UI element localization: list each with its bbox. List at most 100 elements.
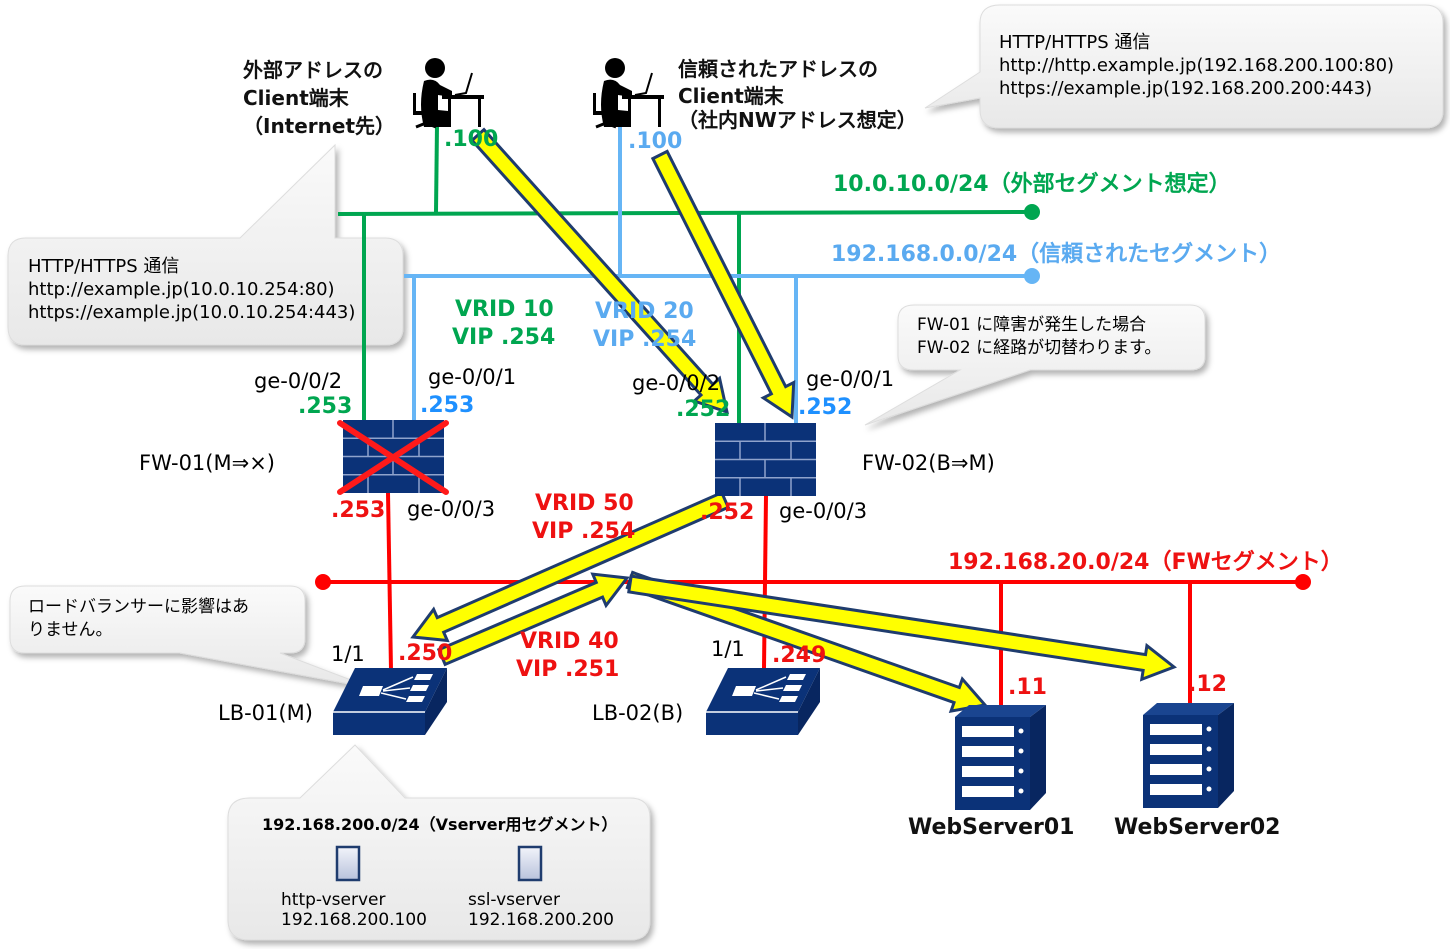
fw-segment-endpoint <box>315 574 331 590</box>
fw01-ip-fw: .253 <box>331 498 385 523</box>
callout-text: FW-02 に経路が切替わります。 <box>917 338 1161 358</box>
lb01-load-balancer-icon <box>333 668 447 735</box>
desk <box>442 95 484 99</box>
lb-source <box>359 686 383 696</box>
callout-text: HTTP/HTTPS 通信 <box>28 256 179 277</box>
traffic-arrow <box>650 149 796 420</box>
drive-bay <box>962 766 1014 777</box>
traffic-arrow <box>627 574 1178 682</box>
chair-seat <box>593 111 619 115</box>
external-client-icon <box>413 58 484 129</box>
drive-bay <box>962 746 1014 757</box>
led <box>1206 766 1212 772</box>
callout-trusted-http <box>924 4 1444 129</box>
vrid10-label: VRID 10 <box>455 297 554 322</box>
vserver-ip: 192.168.200.200 <box>468 910 614 930</box>
callout-text: りません。 <box>28 620 113 640</box>
lb01-name: LB-01(M) <box>218 701 313 725</box>
fw01-ip-ext: .253 <box>298 394 352 419</box>
external-client-label: （Internet先） <box>243 114 395 138</box>
desk-leg <box>448 99 451 127</box>
laptop <box>634 72 653 96</box>
traffic-arrow <box>436 572 630 667</box>
callout-text: HTTP/HTTPS 通信 <box>999 32 1150 53</box>
fw-segment-label: 192.168.20.0/24（FWセグメント） <box>948 549 1343 575</box>
lb01-port: 1/1 <box>331 642 365 666</box>
callout-failover <box>864 304 1206 426</box>
led <box>1018 788 1024 794</box>
chair-base <box>595 115 617 129</box>
callout-text: ロードバランサーに影響はあ <box>28 597 249 617</box>
http-vserver-icon <box>335 845 361 882</box>
chair-back <box>413 93 416 115</box>
lb02-port: 1/1 <box>711 637 745 661</box>
vrid50-label: VRID 50 <box>535 491 634 516</box>
lb-front <box>333 712 425 735</box>
lb-targets <box>406 674 433 702</box>
ssl-vserver-icon <box>517 845 543 882</box>
drive-bay <box>1150 744 1202 755</box>
server-top <box>955 705 1046 717</box>
vserver-segment-title: 192.168.200.0/24（Vserver用セグメント） <box>262 815 618 834</box>
lb02-load-balancer-icon <box>706 668 820 735</box>
led <box>1206 746 1212 752</box>
fw-segment-endpoint <box>1295 574 1311 590</box>
trusted-client-label: Client端末 <box>678 84 785 108</box>
external-segment-endpoint <box>1024 204 1040 220</box>
traffic-flow-arrows <box>410 127 1178 714</box>
fw02-ip-trust: .252 <box>798 395 852 420</box>
fw02-if-fw: ge-0/0/3 <box>779 499 867 523</box>
traffic-arrow <box>469 127 730 415</box>
vserver-name: http-vserver <box>281 890 385 910</box>
drive-bay <box>1150 784 1202 795</box>
chair-seat <box>413 111 439 115</box>
fw-segment-lines <box>323 492 1303 706</box>
callout-lb-note <box>9 585 373 689</box>
webserver02-server-icon <box>1143 703 1234 808</box>
lb-arrows <box>380 676 414 700</box>
led <box>1018 728 1024 734</box>
fw02-ip-ext: .252 <box>676 397 730 422</box>
trusted-client-ip: .100 <box>628 129 682 154</box>
vrid50-vip: VIP .254 <box>532 519 635 544</box>
desk-leg <box>628 99 631 127</box>
fw02-ip-fw: .252 <box>700 500 754 525</box>
fw01-name: FW-01(M⇒×) <box>139 451 275 475</box>
vserver-ip: 192.168.200.100 <box>281 910 427 930</box>
vrid10-vip: VIP .254 <box>452 325 555 350</box>
chair-back <box>593 93 596 115</box>
drive-bay <box>962 786 1014 797</box>
external-client-label: Client端末 <box>243 86 350 110</box>
external-client-label: 外部アドレスの <box>243 58 383 82</box>
drive-bay <box>1150 724 1202 735</box>
webserver02-ip: .12 <box>1188 672 1227 697</box>
callout-vserver-segment <box>227 744 651 941</box>
head <box>605 58 625 78</box>
webserver01-ip: .11 <box>1008 675 1047 700</box>
lb-targets <box>779 674 806 702</box>
vrid20-label: VRID 20 <box>595 299 694 324</box>
fw01-if-ext: ge-0/0/2 <box>254 369 342 393</box>
fw01-if-fw: ge-0/0/3 <box>407 497 495 521</box>
lb-side <box>798 668 820 735</box>
external-client-ip: .100 <box>444 127 498 152</box>
external-segment-label: 10.0.10.0/24（外部セグメント想定） <box>833 171 1231 197</box>
vrid40-label: VRID 40 <box>520 629 619 654</box>
lb02-ip: .249 <box>772 643 826 668</box>
callout-text: https://example.jp(192.168.200.200:443) <box>999 78 1372 99</box>
fw02-if-trust: ge-0/0/1 <box>806 367 894 391</box>
trusted-client-label: （社内NWアドレス想定） <box>678 108 917 132</box>
chair-base <box>415 115 437 129</box>
led <box>1018 768 1024 774</box>
failed-cross-icon <box>337 420 449 495</box>
desk-leg <box>658 99 661 127</box>
trusted-client-label: 信頼されたアドレスの <box>678 57 878 81</box>
fw02-firewall-icon <box>715 423 816 496</box>
server-side <box>1030 705 1046 810</box>
fw02-if-ext: ge-0/0/2 <box>632 371 720 395</box>
webserver01-server-icon <box>955 705 1046 810</box>
callout-text: http://example.jp(10.0.10.254:80) <box>28 279 335 300</box>
body <box>421 79 452 127</box>
lb-front <box>706 712 798 735</box>
